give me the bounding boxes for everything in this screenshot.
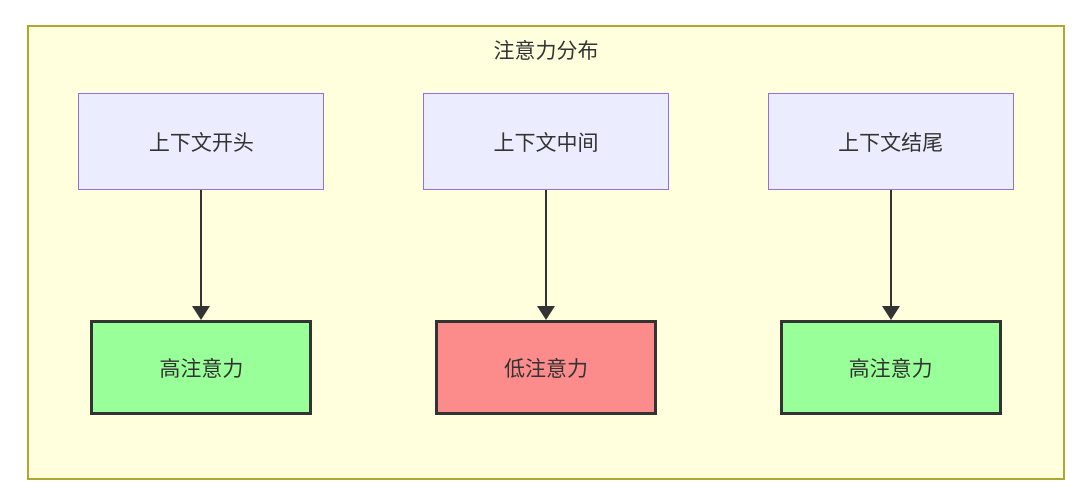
arrow-head-icon (536, 306, 555, 320)
down-arrow (192, 190, 211, 320)
flow-column-context-end: 上下文结尾 高注意力 (767, 93, 1014, 415)
down-arrow (536, 190, 555, 320)
attention-distribution-diagram: 注意力分布 上下文开头 高注意力 上下文中间 低注意力 上下文结尾 高注 (27, 25, 1065, 480)
down-arrow (881, 190, 900, 320)
source-node-context-end: 上下文结尾 (767, 93, 1014, 190)
target-node-low-attention: 低注意力 (434, 320, 657, 415)
diagram-title: 注意力分布 (493, 39, 599, 63)
source-node-context-middle: 上下文中间 (422, 93, 669, 190)
arrow-line (544, 190, 547, 306)
diagram-columns: 上下文开头 高注意力 上下文中间 低注意力 上下文结尾 高注意力 (29, 93, 1063, 415)
arrow-head-icon (881, 306, 900, 320)
source-node-context-start: 上下文开头 (78, 93, 325, 190)
arrow-head-icon (192, 306, 211, 320)
target-node-high-attention-1: 高注意力 (90, 320, 313, 415)
target-node-high-attention-2: 高注意力 (779, 320, 1002, 415)
arrow-line (200, 190, 203, 306)
arrow-line (889, 190, 892, 306)
flow-column-context-middle: 上下文中间 低注意力 (422, 93, 669, 415)
flow-column-context-start: 上下文开头 高注意力 (78, 93, 325, 415)
